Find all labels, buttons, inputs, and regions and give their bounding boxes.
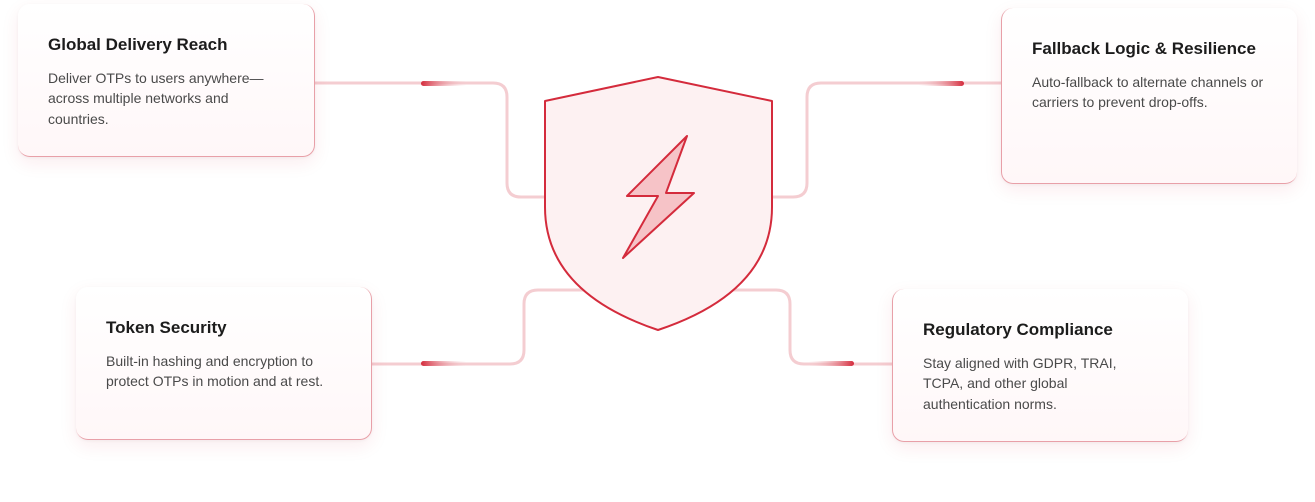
connector-top-right [772, 81, 1001, 199]
connector-bottom-right [725, 288, 892, 366]
feature-title: Global Delivery Reach [48, 35, 228, 54]
feature-title: Fallback Logic & Resilience [1032, 39, 1256, 58]
feature-description: Deliver OTPs to users anywhere—across mu… [48, 70, 264, 127]
feature-title: Regulatory Compliance [923, 320, 1113, 339]
shield-icon [544, 76, 773, 331]
feature-card-regulatory-compliance: Regulatory Compliance Stay aligned with … [892, 289, 1188, 442]
lightning-bolt-icon [622, 135, 695, 259]
feature-description: Stay aligned with GDPR, TRAI, TCPA, and … [923, 355, 1117, 412]
feature-description: Built-in hashing and encryption to prote… [106, 353, 324, 390]
feature-card-token-security: Token Security Built-in hashing and encr… [76, 287, 372, 440]
feature-card-global-delivery-reach: Global Delivery Reach Deliver OTPs to us… [18, 4, 315, 157]
connector-bottom-left [372, 288, 595, 366]
feature-card-fallback-logic: Fallback Logic & Resilience Auto-fallbac… [1001, 8, 1297, 184]
feature-description: Auto-fallback to alternate channels or c… [1032, 74, 1264, 111]
connector-top-left [315, 81, 545, 199]
feature-title: Token Security [106, 318, 227, 337]
